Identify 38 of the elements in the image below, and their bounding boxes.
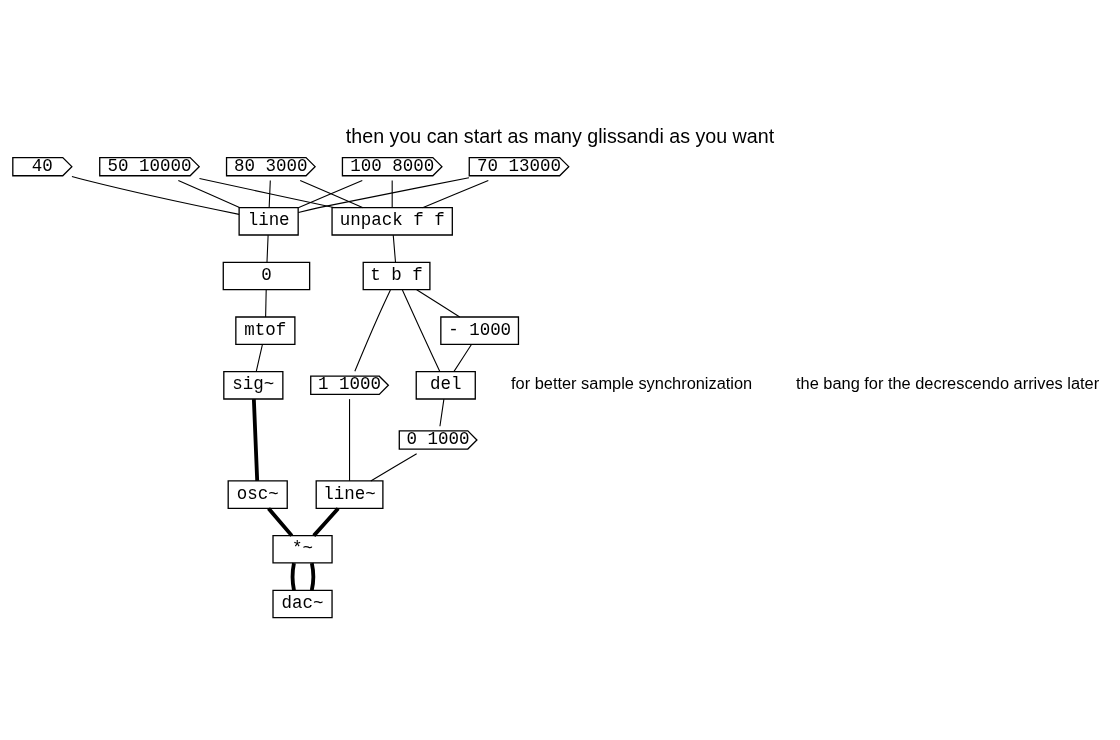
connector <box>422 179 489 209</box>
diagram-title: then you can start as many glissandi as you want <box>345 124 775 147</box>
connector <box>265 289 267 318</box>
connector <box>198 178 335 209</box>
connector <box>453 343 472 373</box>
connector <box>255 343 263 373</box>
node-box: *~ <box>272 534 333 564</box>
node-box: t b f <box>362 261 431 291</box>
connector <box>266 234 269 263</box>
connector <box>297 177 470 214</box>
connector <box>349 398 351 482</box>
connector <box>309 562 316 591</box>
node-box: osc~ <box>227 480 288 509</box>
node-box: del <box>415 371 476 400</box>
node-box: - 1000 <box>440 316 520 345</box>
node-box: 0 <box>222 261 311 291</box>
connector <box>370 453 418 482</box>
node-box: sig~ <box>223 371 284 400</box>
node-box: mtof <box>235 316 296 345</box>
connector <box>267 507 294 537</box>
connector <box>177 179 241 209</box>
label: for better sample synchronization <box>511 374 753 393</box>
connector <box>71 175 240 215</box>
connector <box>312 507 340 537</box>
connector <box>401 289 441 372</box>
connector <box>354 289 391 372</box>
node-box: unpack f f <box>331 207 453 236</box>
connector <box>439 398 445 427</box>
connector <box>416 289 461 318</box>
label: the bang for the decrescendo arrives later <box>796 374 1100 393</box>
node-box: dac~ <box>272 589 333 619</box>
connector <box>290 562 296 591</box>
connector <box>268 179 271 209</box>
connector <box>391 179 393 209</box>
connector <box>251 399 260 481</box>
node-box: line <box>238 207 299 236</box>
connector <box>392 234 397 263</box>
node-box: line~ <box>315 480 384 509</box>
